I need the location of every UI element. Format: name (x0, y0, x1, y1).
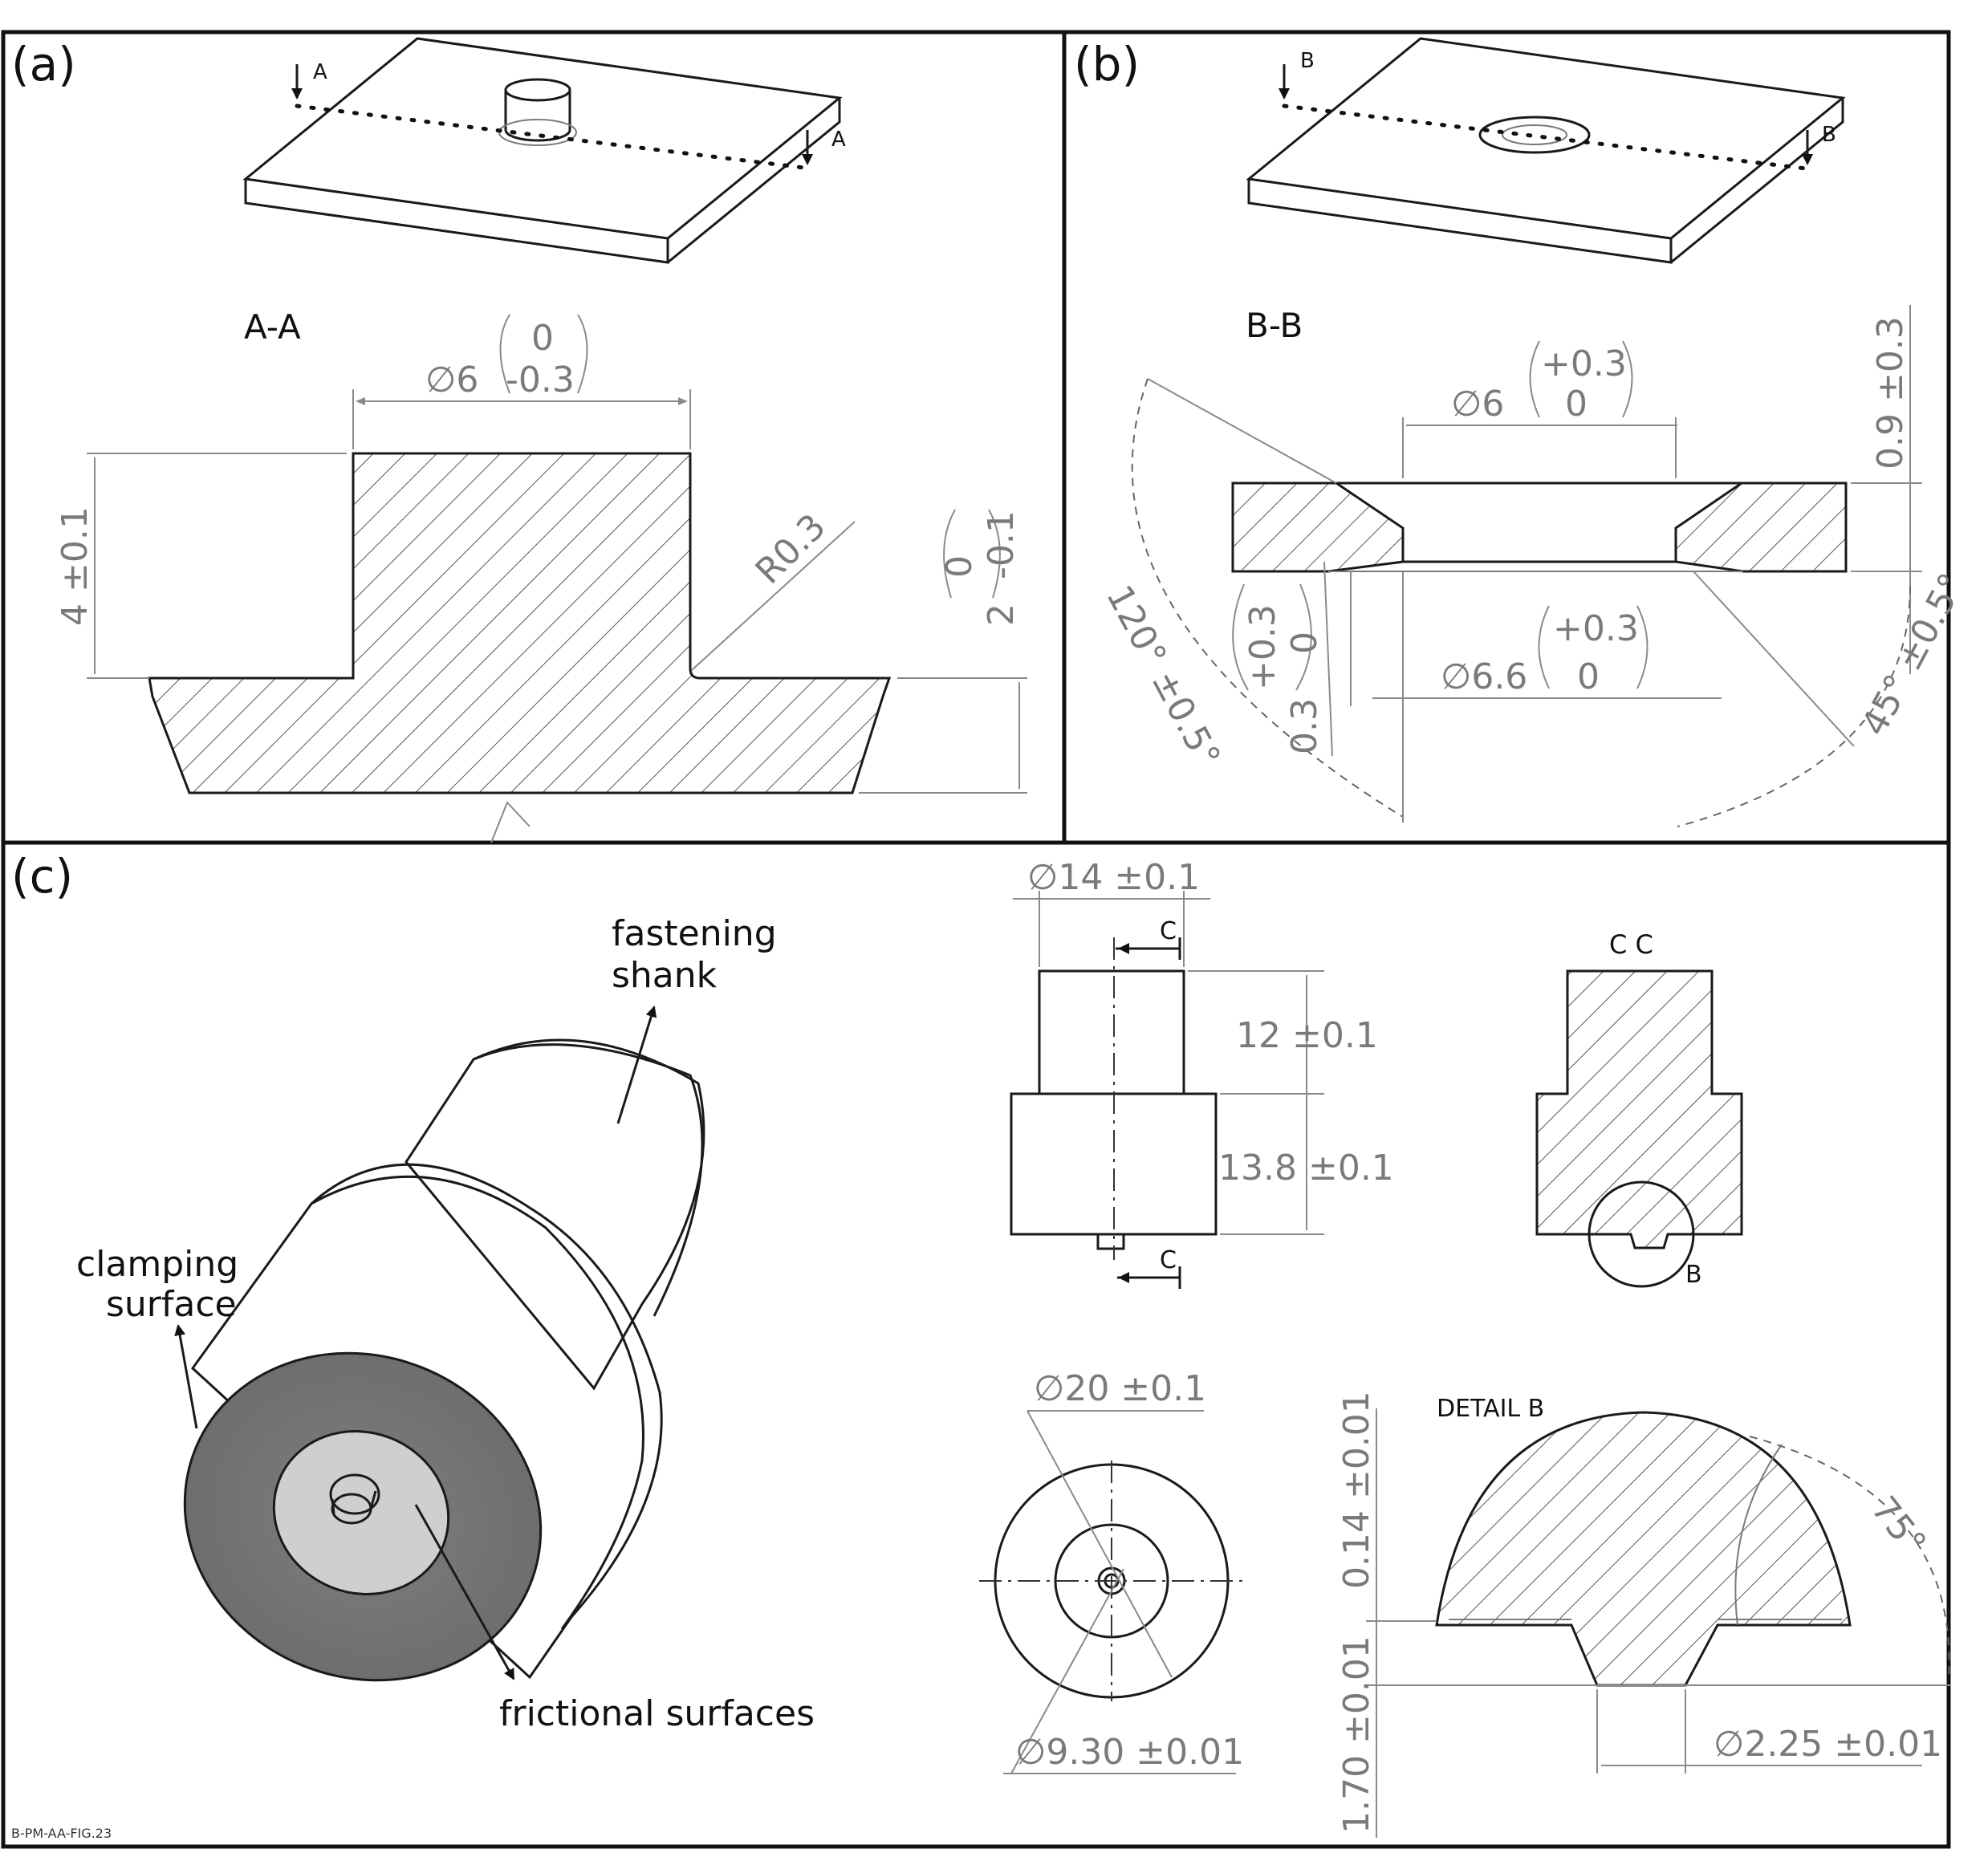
detail-mark-b: B (1685, 1261, 1702, 1289)
dim-a-base-tol-lower: -0.1 (981, 510, 1022, 579)
dim-diameter-a: ∅6 0 -0.3 (352, 314, 691, 449)
plate-3d-a: A A (242, 37, 846, 264)
label-frictional: frictional surfaces (499, 1693, 815, 1734)
dim-radius-a: R0.3 (691, 506, 856, 671)
dim-b-bore: ∅6 (1451, 384, 1504, 425)
detail-b: DETAIL B 75° 0.14 ±0.01 1.70 ±0.01 ∅2.25… (1336, 1391, 1950, 1838)
section-cc: C C B (1535, 929, 1743, 1289)
dim-c-h0-14: 0.14 ±0.01 (1336, 1391, 1377, 1589)
dim-angle45-b: 45° ±0.5° (1677, 567, 1973, 827)
panel-b-label: (b) (1074, 37, 1140, 91)
panel-c: (c) fastening shank clamping surface (11, 849, 1950, 1841)
dim-c-d9-30: ∅9.30 ±0.01 (1015, 1732, 1244, 1773)
part-3d (183, 1038, 705, 1682)
dim-angle120-b: 120° ±0.5° (1098, 378, 1404, 818)
dim-bore-b: ∅6 +0.3 0 (1402, 340, 1677, 478)
section-title-b: B-B (1246, 306, 1303, 345)
dim-b-bore-tol-lower: 0 (1565, 384, 1588, 425)
dim-b-angle120: 120° ±0.5° (1098, 579, 1228, 774)
dim-outer-b: ∅6.6 +0.3 0 (1372, 571, 1722, 823)
label-fastening-1: fastening (612, 913, 777, 954)
dim-b-depth-nominal: 0.3 (1284, 698, 1325, 754)
dim-c-h13-8: 13.8 ±0.1 (1218, 1148, 1394, 1188)
section-mark-b-right: B (1822, 123, 1836, 147)
section-mark-b-top: B (1300, 49, 1315, 73)
panel-a-label: (a) (11, 37, 76, 91)
section-mark-a-top: A (313, 60, 327, 84)
section-title-a: A-A (244, 307, 301, 347)
section-mark-c-bottom: C (1160, 1246, 1177, 1274)
section-profile-b-left (1231, 481, 1405, 573)
dim-b-depth-tol-upper: +0.3 (1242, 604, 1283, 690)
plate-3d-b: B B (1246, 37, 1846, 264)
label-clamping-2: surface (106, 1284, 237, 1325)
dim-b-outer-tol-lower: 0 (1577, 656, 1600, 697)
dim-c-angle75: 75° (1863, 1489, 1933, 1563)
section-mark-a-right: A (831, 128, 846, 152)
panel-b: (b) B B B-B ∅6 +0.3 0 (1074, 37, 1973, 827)
section-title-c: C C (1609, 929, 1653, 960)
dim-b-bore-tol-upper: +0.3 (1541, 343, 1627, 384)
dim-a-diameter: ∅6 (425, 360, 478, 400)
dim-b-angle45: 45° ±0.5° (1854, 567, 1974, 742)
dim-c-d2-25: ∅2.25 ±0.01 (1714, 1724, 1942, 1765)
dim-height-a: 4 ±0.1 (55, 453, 347, 679)
surface-mark-a (490, 801, 531, 843)
dim-b-depth-tol-lower: 0 (1284, 632, 1325, 654)
frames (1, 30, 1951, 1849)
panel-a: (a) A A A-A ∅6 (11, 37, 1027, 843)
dim-c-d14: ∅14 ±0.1 (1027, 857, 1200, 898)
dim-c-h12: 12 ±0.1 (1236, 1015, 1378, 1056)
dim-c-h1-70: 1.70 ±0.01 (1336, 1635, 1377, 1834)
detail-title-b: DETAIL B (1437, 1395, 1544, 1423)
dim-b-thickness: 0.9 ±0.3 (1870, 316, 1911, 469)
section-profile-b-right (1674, 481, 1848, 573)
dim-thickness-b: 0.9 ±0.3 (1851, 305, 1922, 674)
footer-code: B-PM-AA-FIG.23 (11, 1826, 112, 1841)
dim-a-base-tol-upper: 0 (939, 555, 980, 578)
section-mark-c-top: C (1160, 917, 1177, 945)
dim-base-a: 0 -0.1 2 (859, 509, 1027, 794)
section-profile-a (148, 452, 892, 794)
dim-depth-b: +0.3 0 0.3 (1232, 561, 1352, 757)
dim-b-outer: ∅6.6 (1441, 656, 1527, 697)
dim-b-outer-tol-upper: +0.3 (1553, 608, 1639, 649)
dim-a-diameter-tol-upper: 0 (531, 318, 554, 359)
dim-a-height: 4 ±0.1 (55, 506, 96, 626)
annotations-c: fastening shank clamping surface frictio… (76, 913, 815, 1734)
dim-a-base-nominal: 2 (981, 603, 1022, 626)
dim-c-d20: ∅20 ±0.1 (1034, 1368, 1206, 1409)
dim-a-diameter-tol-lower: -0.3 (506, 360, 575, 400)
label-clamping-1: clamping (76, 1244, 238, 1285)
panel-c-label: (c) (11, 849, 73, 904)
front-view: C C ∅14 ±0.1 12 ±0.1 13.8 ±0.1 (1010, 857, 1394, 1289)
bottom-view: ∅20 ±0.1 ∅9.30 ±0.01 (979, 1368, 1244, 1774)
label-fastening-2: shank (612, 955, 718, 996)
